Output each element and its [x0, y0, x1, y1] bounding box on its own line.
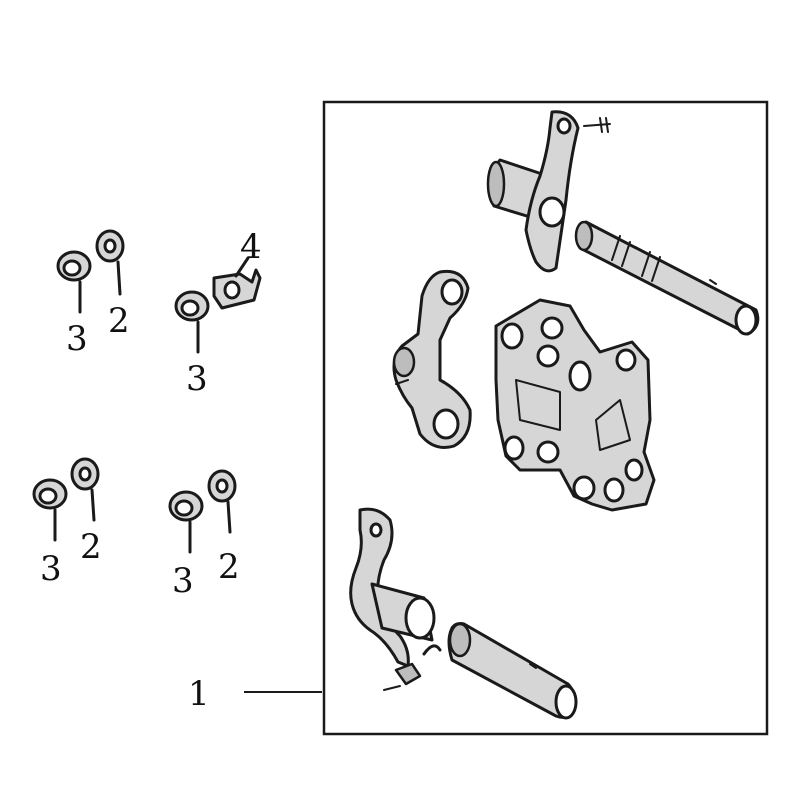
assembly-frame: [322, 100, 769, 736]
shift-fork-lower: [349, 507, 442, 691]
nut-part: [56, 250, 92, 314]
callout-3: 3: [172, 561, 194, 601]
callout-2: 2: [80, 527, 102, 567]
shift-lever-middle: [392, 269, 472, 449]
washer-part: [95, 229, 125, 296]
nut-part: [32, 478, 68, 542]
callout-2: 2: [108, 301, 130, 341]
callout-3: 3: [66, 319, 88, 359]
callout-1: 1: [188, 674, 210, 714]
shift-fork-upper: [486, 110, 611, 273]
callout-3: 3: [40, 549, 62, 589]
shift-shaft-upper: [574, 220, 760, 336]
callout-2: 2: [218, 547, 240, 587]
nut-part: [174, 290, 210, 354]
washer-part: [70, 457, 100, 522]
callout-3: 3: [186, 359, 208, 399]
washer-part: [207, 469, 237, 534]
shift-shaft-lower: [447, 622, 578, 720]
nut-part: [168, 490, 204, 554]
callout-4: 4: [240, 227, 262, 267]
bracket-part: [212, 256, 262, 310]
shift-housing: [494, 298, 656, 512]
